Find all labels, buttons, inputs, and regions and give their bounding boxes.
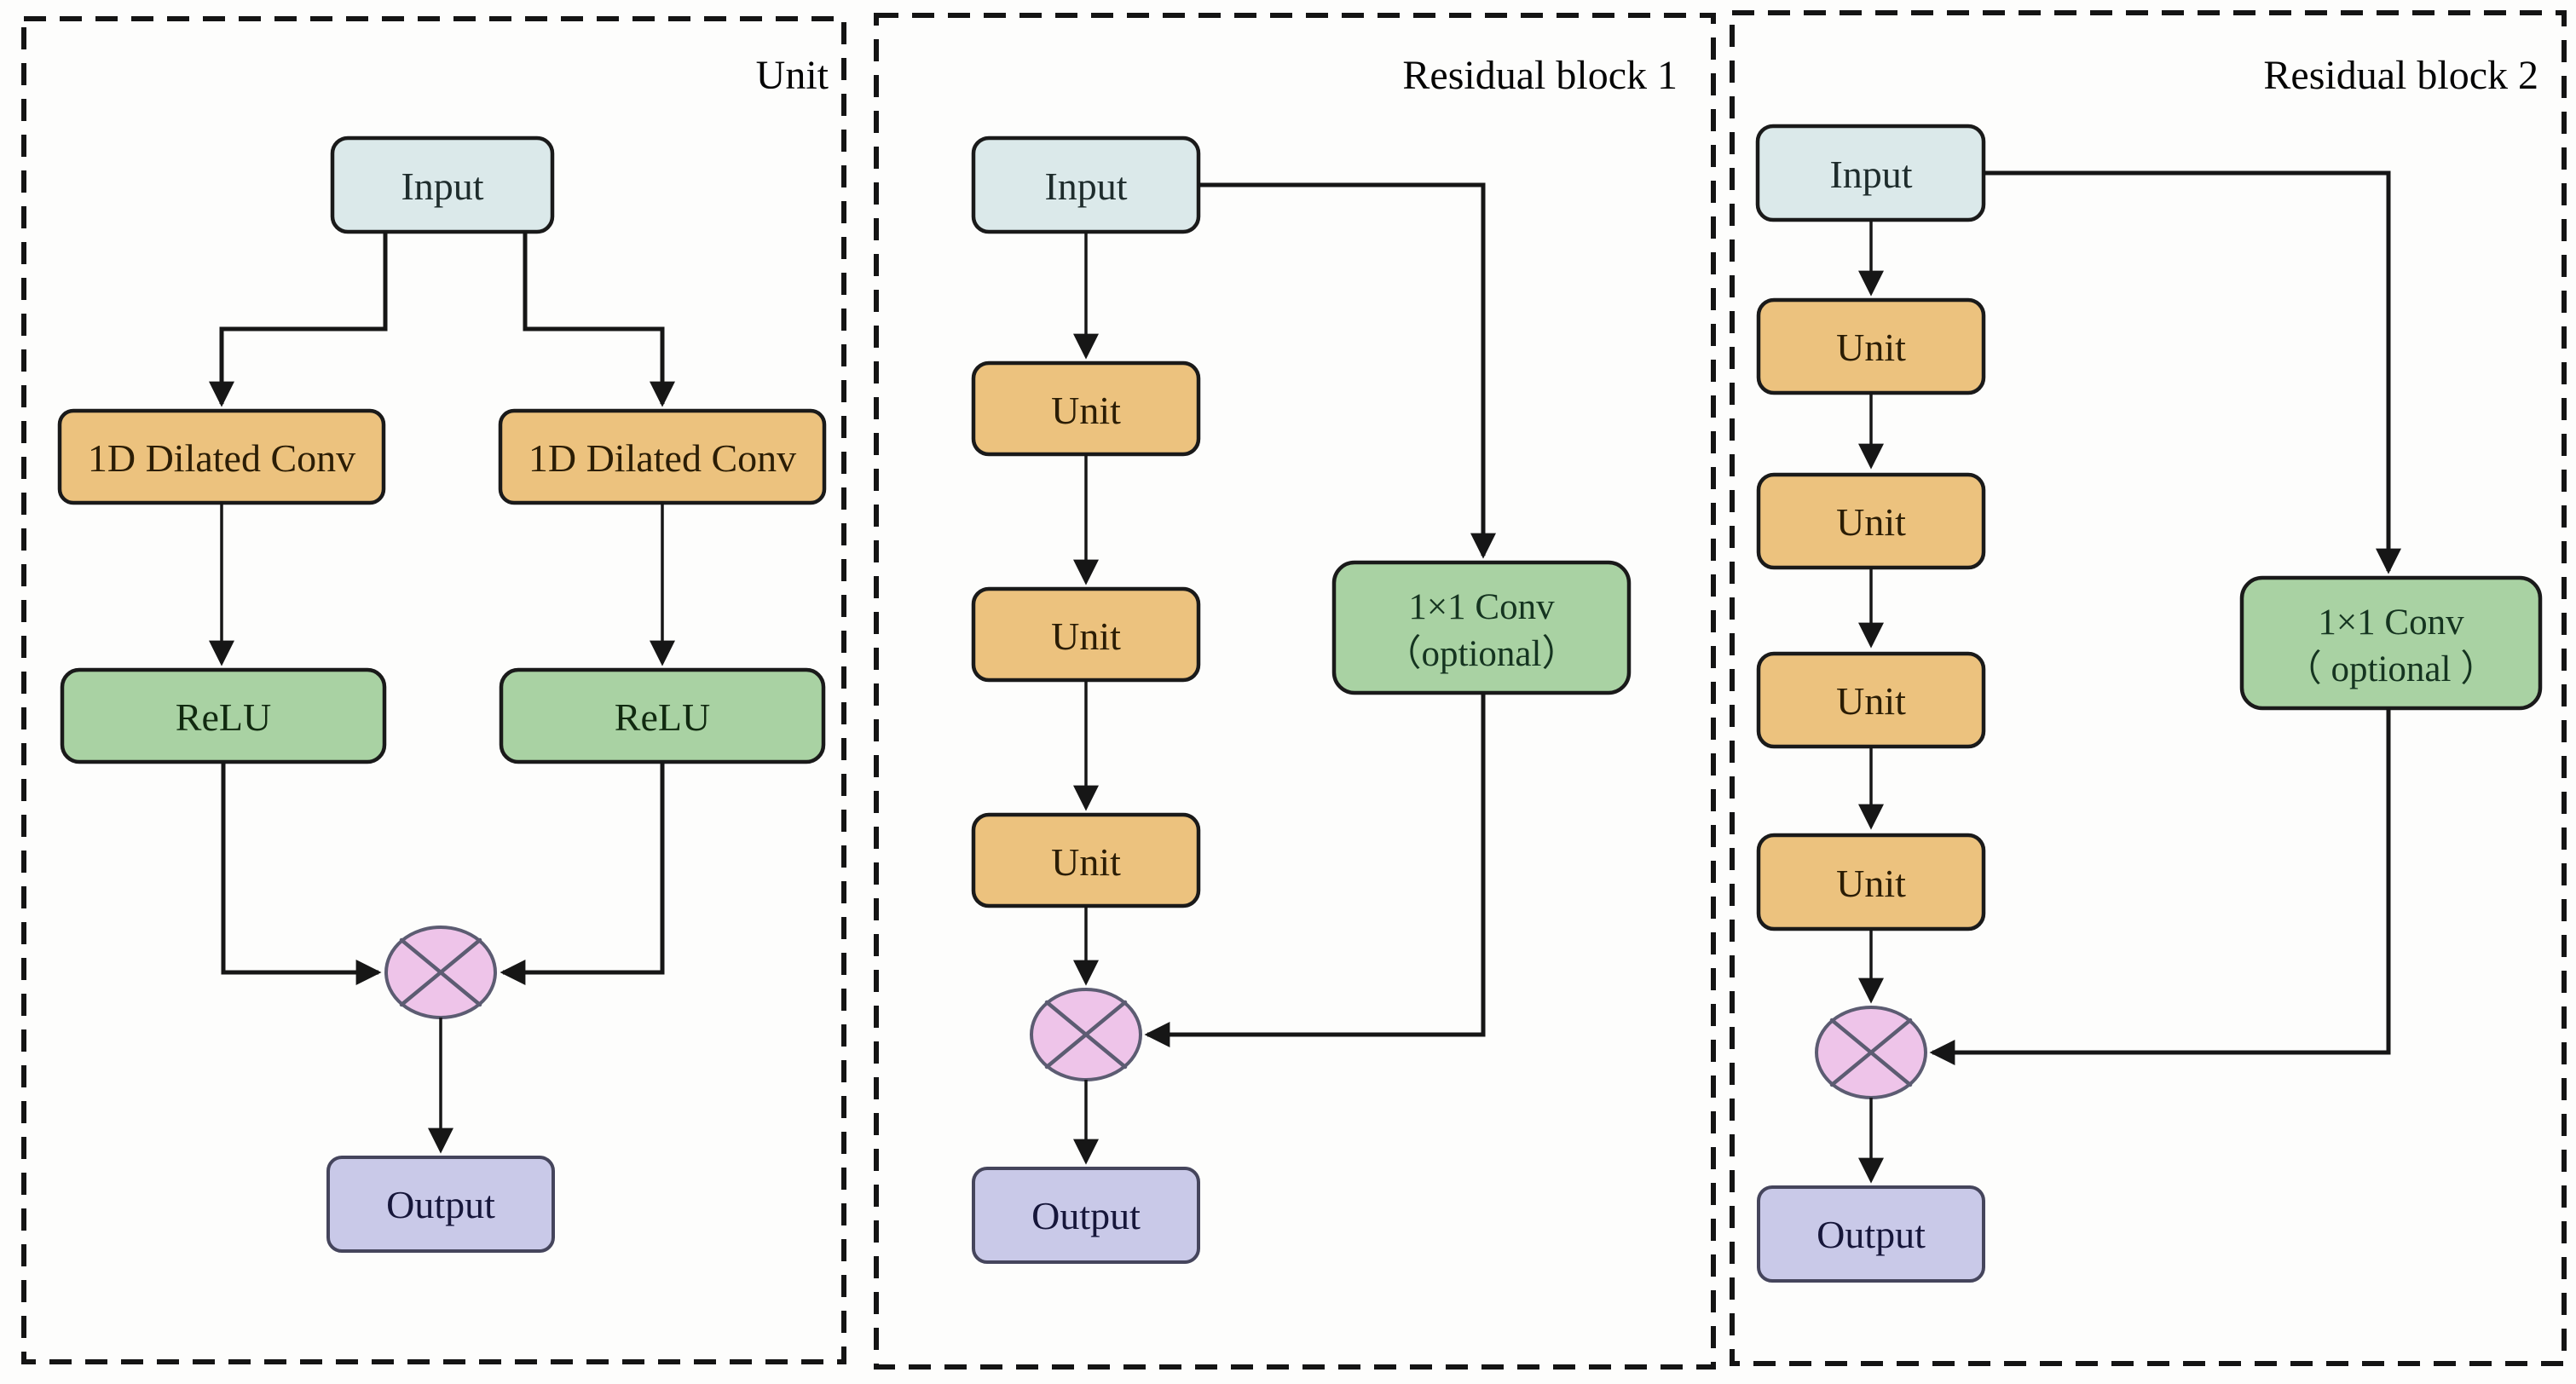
multiply-x-stroke (1829, 1018, 1913, 1087)
panel-residual-block-2-border (1730, 10, 2567, 1366)
relu-right-label: ReLU (615, 695, 710, 739)
panel-residual-block-2-title: Residual block 2 (2263, 53, 2538, 98)
rb2-conv1x1-label-line2: （ optional ） (2285, 649, 2497, 689)
multiply-icon (1030, 988, 1142, 1081)
dilated-conv-right-label: 1D Dilated Conv (528, 436, 796, 480)
rb1-conv1x1-label-line2: （optional） (1385, 634, 1579, 674)
rb2-output-node (1757, 1185, 1985, 1283)
unit-output-label: Output (386, 1183, 495, 1226)
relu-left-label: ReLU (176, 695, 271, 739)
rb2-output-label: Output (1816, 1213, 1926, 1256)
rb1-output-node (972, 1167, 1200, 1264)
panel-unit-border (21, 16, 846, 1364)
unit-input-label: Input (401, 164, 483, 208)
arrow-relu-right-to-multiply (500, 762, 665, 985)
rb2-conv1x1-node (2239, 575, 2543, 711)
arrow-input-to-conv-left (209, 232, 388, 407)
skip-connection-conv-to-multiply (1929, 708, 2391, 1065)
arrow-input-to-conv-right (523, 232, 675, 407)
rb2-unit4-label: Unit (1836, 862, 1906, 905)
multiply-x-stroke (1044, 1000, 1128, 1070)
rb1-conv1x1-label-line1: 1×1 Conv (1408, 587, 1555, 627)
panel-unit-title: Unit (756, 53, 829, 98)
panel-residual-block-1: Residual block 1 Input Unit Unit Unit 1×… (874, 13, 1716, 1370)
panel-unit: Unit Input 1D Dilated Conv 1D Dilated Co… (21, 16, 846, 1364)
multiply-icon (384, 926, 497, 1019)
panel-residual-block-1-border (874, 13, 1716, 1370)
rb1-output-label: Output (1031, 1194, 1141, 1237)
unit-output-node (326, 1156, 555, 1253)
rb1-input-label: Input (1044, 164, 1127, 208)
rb2-input-label: Input (1829, 153, 1912, 196)
panel-residual-block-1-title: Residual block 1 (1402, 53, 1678, 98)
rb1-unit2-label: Unit (1051, 614, 1121, 658)
skip-connection-input-to-conv (1984, 170, 2401, 574)
panel-residual-block-2: Residual block 2 Input Unit Unit Unit Un… (1730, 10, 2567, 1366)
rb2-conv1x1-label-line1: 1×1 Conv (2318, 603, 2464, 643)
rb1-unit1-label: Unit (1051, 389, 1121, 432)
rb2-unit2-label: Unit (1836, 500, 1906, 544)
unit-input-node (330, 136, 555, 234)
rb1-unit3-label: Unit (1051, 840, 1121, 884)
rb2-unit1-label: Unit (1836, 326, 1906, 369)
skip-connection-input-to-conv (1198, 182, 1496, 559)
skip-connection-conv-to-multiply (1144, 693, 1486, 1047)
arrow-relu-left-to-multiply (221, 762, 382, 985)
rb2-unit3-label: Unit (1836, 679, 1906, 723)
multiply-x-stroke (399, 937, 482, 1007)
multiply-icon (1815, 1006, 1927, 1099)
dilated-conv-left-label: 1D Dilated Conv (88, 436, 355, 480)
